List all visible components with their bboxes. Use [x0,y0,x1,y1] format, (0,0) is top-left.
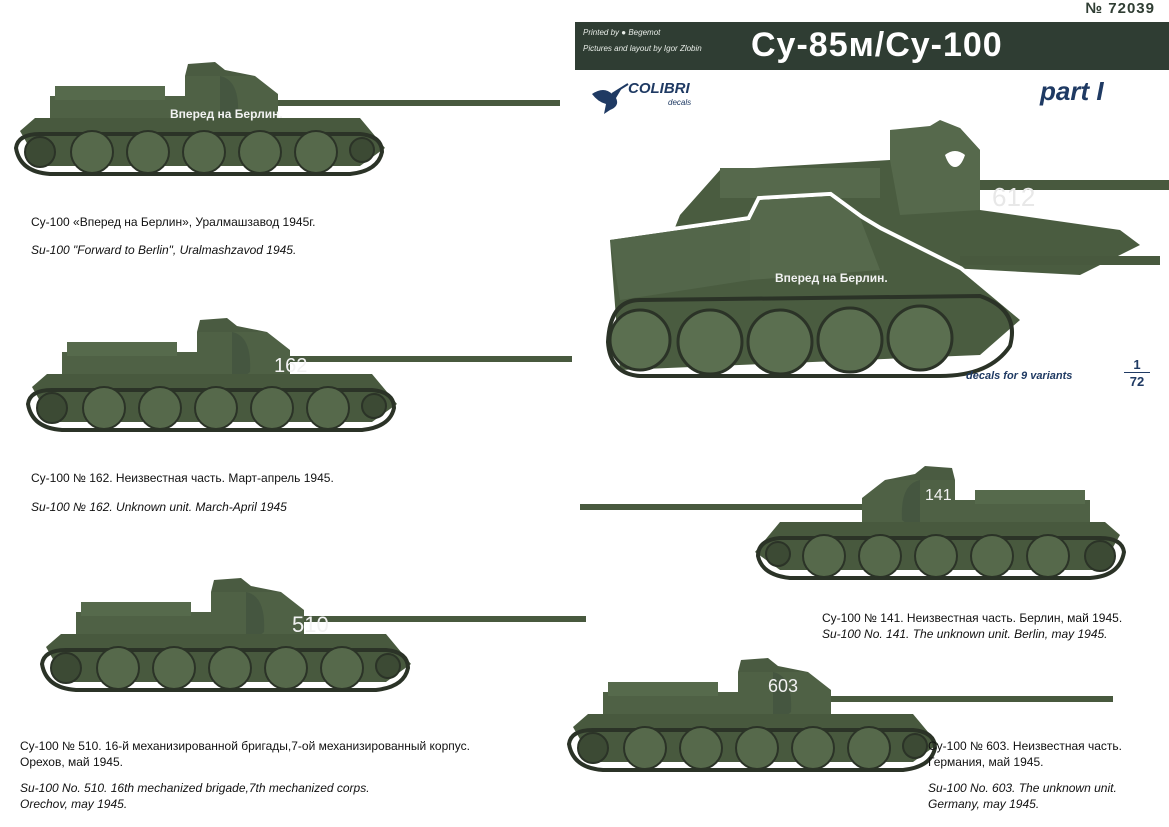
printer-name: Begemot [628,28,661,37]
profile-3-marking: 510 [292,612,329,637]
profile-3-caption-en: Su-100 No. 510. 16th mechanized brigade,… [20,781,370,795]
box-art-rear-marking: 612 [992,182,1035,212]
scale-denominator: 72 [1129,374,1145,389]
profile-5-caption-en: Su-100 No. 603. The unknown unit. [928,781,1117,795]
hippo-icon: ● [621,28,627,37]
layout-credit: Pictures and layout by Igor Zlobin [583,44,702,53]
profile-2-caption-en: Su-100 № 162. Unknown unit. March-April … [31,500,287,514]
catalog-number: № 72039 [1085,0,1155,17]
profile-3-caption-ru: Су-100 № 510. 16-й механизированной бриг… [20,739,470,753]
profile-5-caption-en-2: Germany, may 1945. [928,797,1040,811]
variants-label: decals for 9 variants [966,370,1073,382]
profile-2-caption-ru: Су-100 № 162. Неизвестная часть. Март-ап… [31,471,334,485]
profile-5-caption-ru-2: Германия, май 1945. [928,755,1044,769]
profile-4-caption-en: Su-100 No. 141. The unknown unit. Berlin… [822,627,1108,641]
profile-1-marking: Вперед на Берлин. [170,107,283,121]
profile-3-caption-en-2: Orechov, may 1945. [20,797,128,811]
page-title: Су-85м/Су-100 [751,26,1003,64]
profile-4-caption-ru: Су-100 № 141. Неизвестная часть. Берлин,… [822,611,1123,625]
vehicle-profile-1: Вперед на Берлин. [14,60,562,176]
part-label: part I [1040,76,1104,106]
eagle-emblem-icon [945,151,965,167]
printer-credit: Printed by ● Begemot [583,28,660,37]
printed-by-label: Printed by [583,28,620,37]
profile-3-caption-ru-2: Орехов, май 1945. [20,755,123,769]
profile-1-caption-en: Su-100 "Forward to Berlin", Uralmashzavo… [31,243,297,257]
title-banner: Printed by ● Begemot Pictures and layout… [575,22,1169,70]
profile-5-marking: 603 [768,676,798,696]
box-art-illustration: 612 Вперед на Берлин. [605,120,1169,378]
hummingbird-logo-icon [592,83,629,114]
brand-name: COLIBRI [628,80,690,97]
profile-1-caption-ru: Су-100 «Вперед на Берлин», Уралмашзавод … [31,215,316,229]
vehicle-profile-4: 141 [578,464,1126,580]
brand-subtitle: decals [668,98,692,107]
profile-2-marking: 162 [274,355,307,377]
scale-numerator: 1 [1133,357,1141,372]
scale-divider [1124,372,1150,373]
vehicle-profile-5: 603 [567,656,1115,772]
scale-indicator: 1 72 [1124,358,1150,388]
vehicle-profile-3: 510 [40,576,588,692]
box-art-front-marking: Вперед на Берлин. [775,271,888,285]
profile-5-caption-ru: Су-100 № 603. Неизвестная часть. [928,739,1123,753]
box-art-front-vehicle: Вперед на Берлин. [605,191,1160,378]
profile-4-marking: 141 [925,487,952,504]
vehicle-profile-2: 162 [26,316,574,432]
